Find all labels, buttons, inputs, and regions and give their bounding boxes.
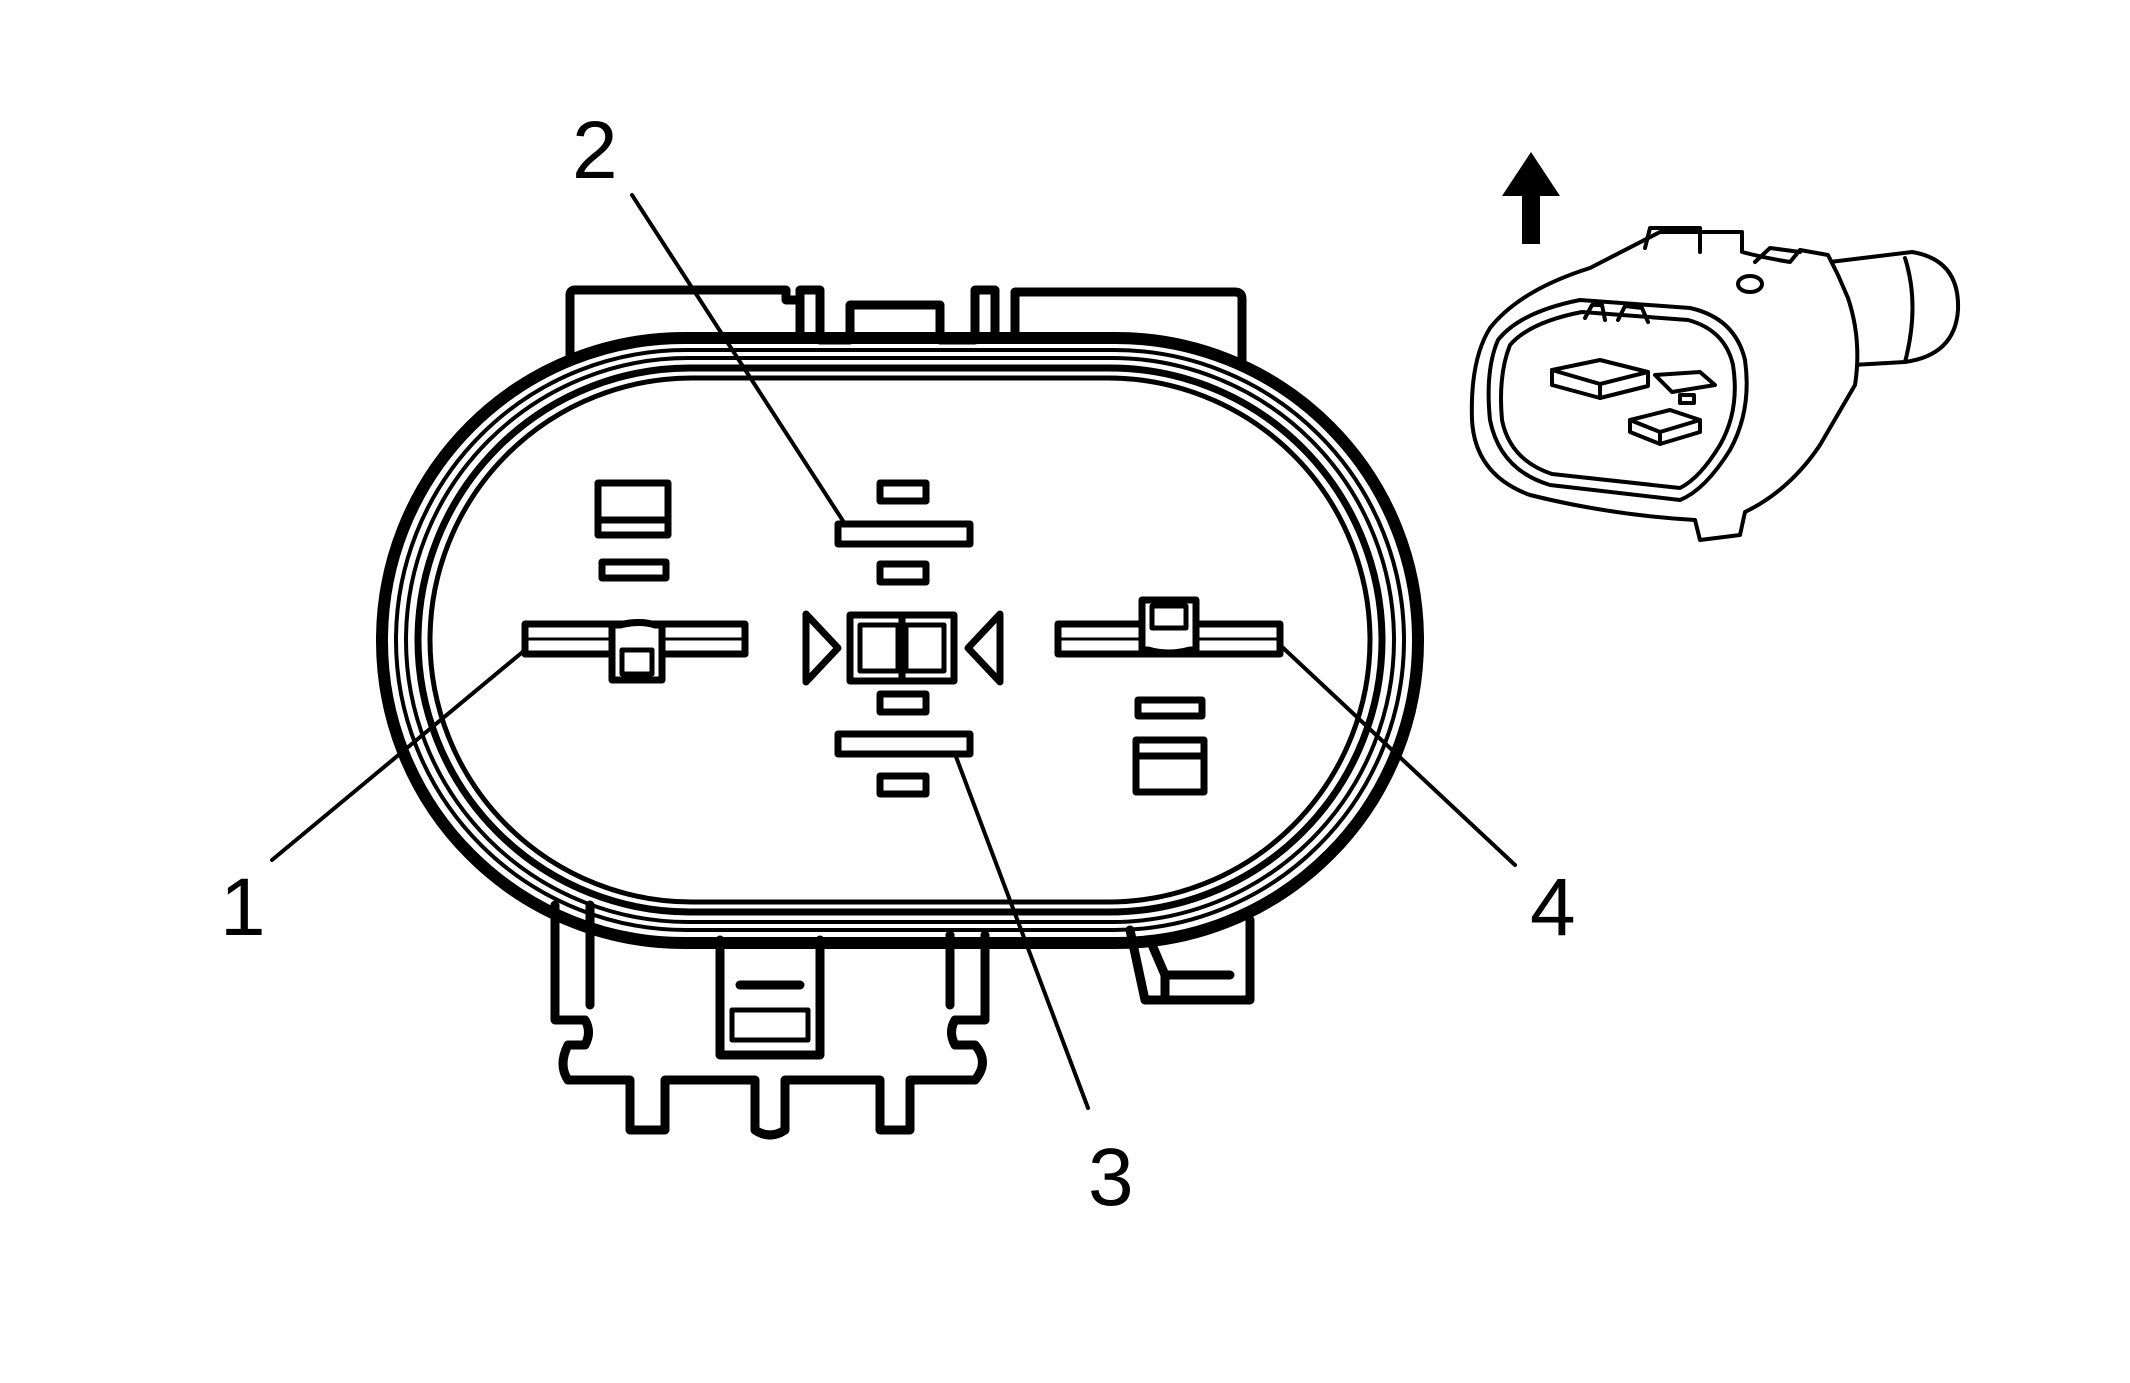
terminal-1-group	[521, 479, 749, 684]
housing-bottom	[550, 900, 1255, 1140]
terminal-4-group	[1054, 596, 1284, 796]
callout-2: 2	[572, 105, 618, 196]
leader-line-1	[270, 648, 527, 862]
leader-line-3	[953, 752, 1090, 1110]
connector-perspective-icon	[1469, 226, 1961, 542]
callout-labels: 1 2 3 4	[220, 105, 1576, 1223]
leader-line-4	[1278, 643, 1517, 867]
terminal-center-group	[802, 479, 1004, 798]
callout-4: 4	[1530, 862, 1576, 953]
leader-line-2	[630, 193, 847, 526]
arrow-up-icon	[1502, 152, 1560, 244]
callout-1: 1	[220, 862, 266, 953]
seal-rings	[376, 332, 1424, 949]
callout-3: 3	[1088, 1132, 1134, 1223]
connector-face-view	[270, 193, 1517, 1140]
leader-lines	[270, 193, 1517, 1110]
